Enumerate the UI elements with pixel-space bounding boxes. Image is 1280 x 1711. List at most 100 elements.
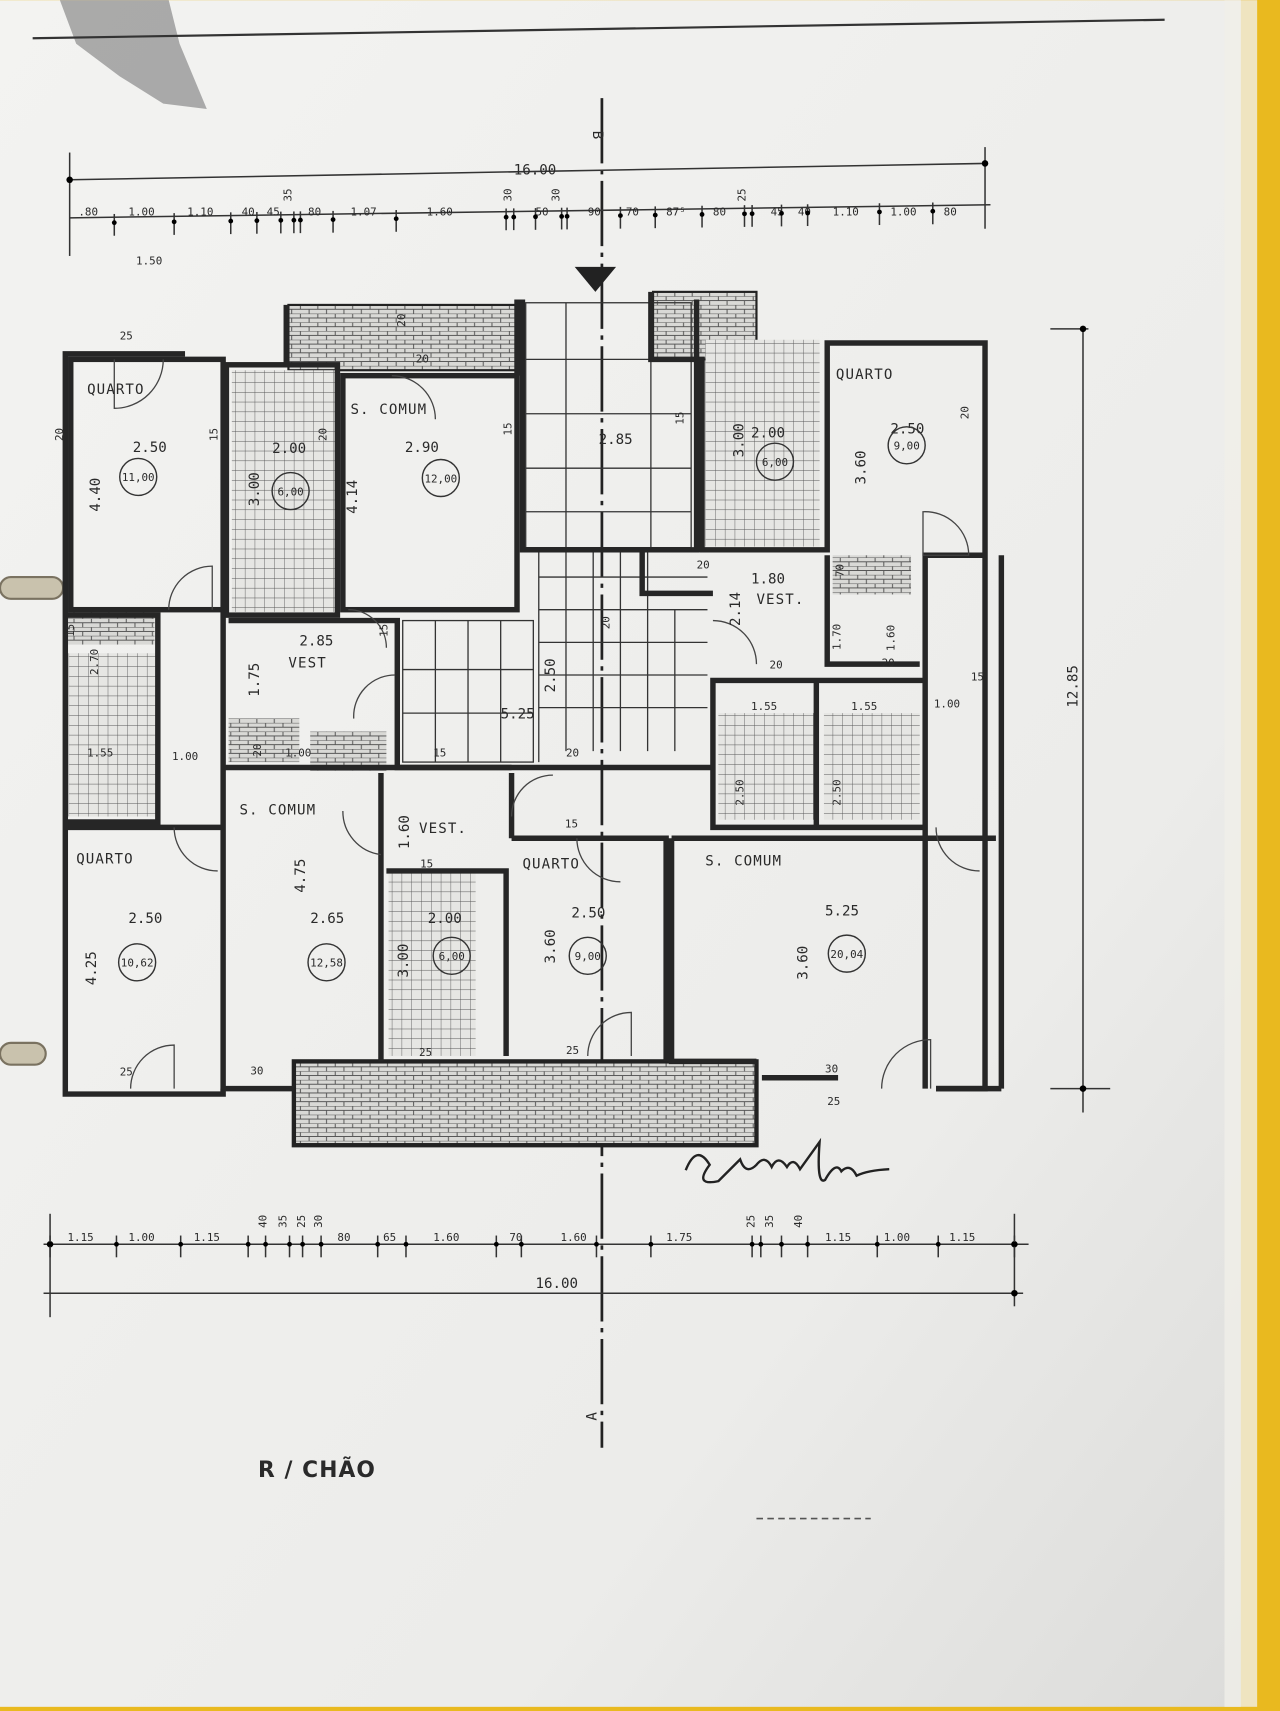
small-dim-label: 25 (419, 1046, 432, 1059)
room-width: 2.00 (751, 426, 785, 442)
room-width: 5.25 (825, 904, 859, 920)
top-segment-label: .80 (78, 206, 98, 219)
top-segment-label: 80 (944, 206, 957, 219)
room-name: VEST. (756, 592, 804, 608)
room-area: 9,00 (575, 950, 601, 963)
bottom-segment-label: 40 (792, 1215, 805, 1228)
room-name: VEST. (419, 821, 467, 837)
area-circle (421, 458, 461, 498)
room-labels: QUARTO 2.50 4.40 11,00 S. COMUM 2.90 4.14 12,00… (76, 367, 926, 985)
small-dim-label: 20 (959, 406, 972, 419)
bottom-segment-label: 35 (276, 1215, 289, 1228)
top-segment-label: 80 (713, 206, 726, 219)
small-dim-label: 25 (120, 1066, 133, 1079)
small-dim-label: 25 (566, 1044, 579, 1057)
area-circle (827, 934, 867, 973)
top-segment-label: 1.00 (128, 206, 154, 219)
bottom-segment-label: 1.60 (433, 1231, 459, 1244)
bath-right-dim: 1.55 (751, 700, 777, 713)
room-width: 2.00 (428, 911, 462, 927)
room-name: QUARTO (87, 382, 145, 398)
smudge-top-left (59, 0, 207, 110)
room-width: 2.50 (890, 421, 924, 437)
room-width: 2.50 (133, 440, 167, 456)
small-dim-label: 20 (770, 658, 783, 671)
small-dim-label: 20 (566, 747, 579, 760)
room-name: VEST (288, 655, 326, 671)
room-name: S. COMUM (350, 402, 427, 418)
overall-depth: 12.85 (1066, 665, 1082, 708)
room-area: 9,00 (894, 440, 920, 453)
room-width: 2.85 (299, 634, 333, 650)
small-dim-label: 15 (674, 412, 687, 425)
small-dim-label: 30 (825, 1062, 838, 1075)
room-area: 10,62 (121, 957, 154, 970)
room-width: 2.65 (310, 911, 344, 927)
small-dim-label: 20 (600, 616, 613, 629)
signature (684, 1137, 890, 1184)
room-name: S. COMUM (705, 853, 782, 869)
room-area: 6,00 (278, 485, 304, 498)
top-dimension-lines (66, 147, 991, 256)
room-depth: 1.75 (247, 663, 263, 697)
small-dim-label: 15 (971, 670, 984, 683)
room-width: 5.25 (501, 707, 535, 723)
bottom-segment-label: 1.60 (561, 1231, 587, 1244)
room-width: 2.90 (405, 440, 439, 456)
room-area: 12,58 (310, 957, 343, 970)
small-dim-label: 20 (697, 558, 710, 571)
room-width: 1.80 (751, 572, 785, 588)
bottom-segment-label: 1.15 (67, 1231, 93, 1244)
room-depth: 4.25 (84, 951, 100, 985)
bottom-segment-label: 80 (337, 1231, 350, 1244)
room-area: 6,00 (762, 456, 788, 469)
bottom-segment-label: 1.15 (949, 1231, 975, 1244)
room-depth: 3.60 (853, 450, 869, 484)
top-segment-label: 30 (502, 188, 515, 201)
room-width: 2.00 (272, 441, 306, 457)
room-width: 2.50 (571, 906, 605, 922)
room-depth: 4.14 (345, 480, 361, 514)
top-segment-label: 1.10 (833, 206, 859, 219)
small-dim-label: 15 (502, 422, 515, 435)
top-segment-label: 80 (308, 206, 321, 219)
right-dimension-line (1050, 325, 1111, 1113)
note-top-left: 1.50 (136, 255, 162, 268)
top-segment-label: 30 (549, 188, 562, 201)
room-depth: 3.60 (543, 929, 559, 963)
bottom-segment-label: 70 (509, 1231, 522, 1244)
top-segment-label: 90 (588, 206, 601, 219)
section-mark-top: B (589, 131, 605, 140)
small-dim-label: 20 (251, 744, 264, 757)
small-dim-label: 20 (53, 428, 66, 441)
room-depth: 4.40 (88, 478, 104, 512)
small-dim-label: 15 (565, 817, 578, 830)
area-circle (432, 936, 471, 976)
room-name: QUARTO (522, 857, 580, 873)
room-depth: 3.00 (247, 472, 263, 506)
small-dim-label: 1.60 (885, 625, 898, 651)
top-segment-label: 87⁵ (666, 206, 686, 219)
room-depth: 2.14 (728, 592, 744, 626)
small-dim-label: 25 (827, 1095, 840, 1108)
overall-width-bottom: 16.00 (536, 1276, 579, 1292)
room-area: 11,00 (122, 471, 155, 484)
floor-title: R / CHÃO (258, 1457, 376, 1483)
bottom-segment-label: 65 (383, 1231, 396, 1244)
top-segment-label: 35 (282, 188, 295, 201)
room-area: 20,04 (830, 948, 863, 961)
bottom-segment-label: 1.15 (825, 1231, 851, 1244)
small-dim-label: 20 (416, 353, 429, 366)
room-name: QUARTO (76, 851, 134, 867)
bottom-segment-label: 25 (744, 1215, 757, 1228)
small-dim-label: 1.00 (285, 747, 311, 760)
room-area: 12,00 (424, 472, 457, 485)
small-dim-label: 15 (433, 747, 446, 760)
room-depth: 4.75 (293, 859, 309, 893)
room-name: QUARTO (836, 367, 894, 383)
room-name: S. COMUM (239, 802, 316, 818)
area-circle (755, 442, 795, 481)
